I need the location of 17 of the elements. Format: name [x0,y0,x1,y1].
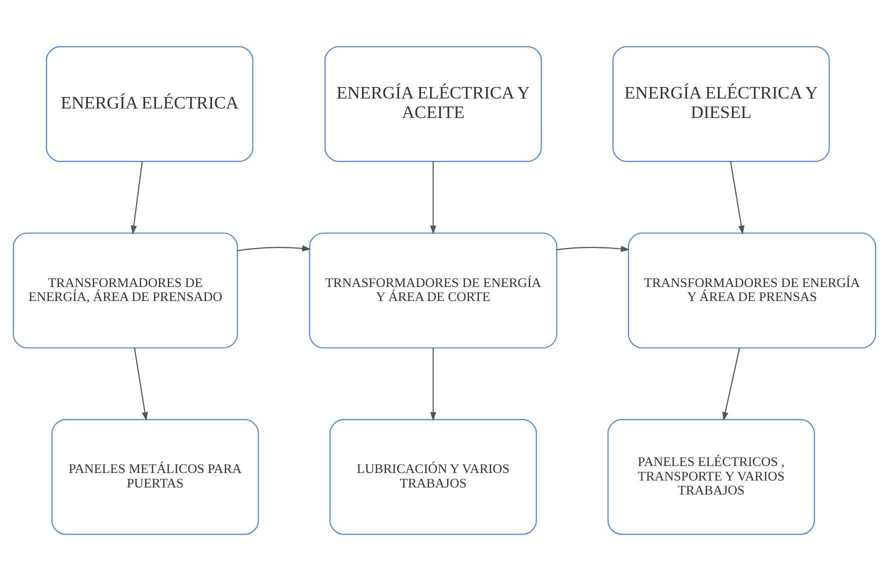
arrow [722,347,740,420]
node-box: ENERGÍA ELÉCTRICA Y ACEITE [324,46,542,162]
arrow [130,160,142,234]
node-box: ENERGÍA ELÉCTRICA [45,46,253,162]
node-box: TRANSFORMADORES DE ENERGÍA, ÁREA DE PRENSADO [12,232,238,348]
node-box: PANELES ELÉCTRICOS , TRANSPORTE Y VARIOS TRABAJOS [607,418,814,534]
arrow [236,244,311,251]
node-box: PANELES METÁLICOS PARA PUERTAS [50,418,258,534]
node-box: TRNASFORMADORES DE ENERGÍA Y ÁREA DE CORTE [308,232,557,348]
arrow [430,160,436,234]
node-box: ENERGÍA ELÉCTRICA Y DIESEL [612,46,830,162]
node-box: LUBRICACIÓN Y VARIOS TRABAJOS [328,418,536,534]
arrow [730,160,744,234]
arrow [556,245,630,252]
arrow [133,347,148,420]
arrow [430,347,436,420]
node-box: TRANSFORMADORES DE ENERGÍA Y ÁREA DE PRENSAS [627,232,876,348]
